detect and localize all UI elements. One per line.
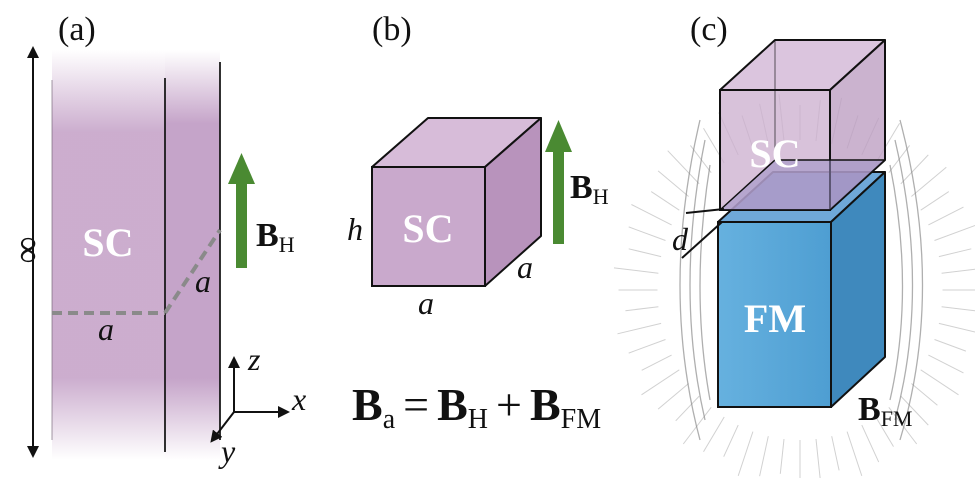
sc-c-label: SC: [749, 131, 800, 176]
field-line-ray: [831, 436, 840, 471]
field-line-ray: [682, 406, 712, 445]
dim-a-side-label-b: a: [517, 249, 533, 285]
field-line-ray: [815, 439, 821, 478]
applied-field-arrow-b: [545, 120, 572, 244]
field-line-loop: [689, 139, 706, 421]
panel-c-label: (c): [690, 11, 728, 48]
axis-y-label: y: [218, 433, 236, 469]
field-line-ray: [779, 439, 785, 474]
panel-a-label: (a): [58, 11, 96, 48]
field-line-ray: [938, 322, 975, 333]
axis-z-label: z: [247, 341, 261, 377]
field-bh-symbol-a: B: [256, 217, 279, 254]
field-line-ray: [911, 383, 938, 406]
fm-label: FM: [744, 296, 806, 341]
field-bfm-label: BFM: [858, 391, 912, 431]
axis-x-label: x: [291, 381, 306, 417]
field-line-ray: [928, 354, 964, 374]
field-line-ray: [675, 395, 700, 422]
field-line-ray: [938, 248, 972, 258]
slab-side-face: [165, 50, 220, 460]
field-line-ray: [703, 416, 725, 452]
field-line-loop: [899, 119, 924, 441]
field-line-ray: [759, 436, 769, 477]
field-line-loop: [894, 139, 914, 421]
field-line-ray: [875, 416, 894, 447]
eq-t1-sub: H: [468, 404, 488, 435]
cube-front-face: [371, 166, 486, 287]
coordinate-axes: [210, 356, 290, 443]
field-line-ray: [628, 339, 666, 354]
eq-lhs-symbol: B: [352, 379, 383, 430]
field-line-ray: [934, 224, 975, 241]
dim-a-side-label: a: [195, 263, 211, 299]
panel-a: (a) ∞ SC a a BH z x: [6, 11, 306, 469]
field-line-ray: [888, 406, 918, 445]
field-line-ray: [625, 306, 659, 312]
applied-field-arrow-a: [228, 153, 255, 268]
field-line-ray: [723, 424, 739, 457]
sc-cube-c: [719, 39, 886, 211]
dim-a-bottom-label-b: a: [418, 285, 434, 321]
gap-d-line-top: [685, 208, 725, 214]
dim-h-label: h: [347, 211, 363, 247]
field-line-ray: [934, 339, 967, 352]
field-line-ray: [928, 206, 964, 226]
field-bh-sub-b: H: [593, 184, 609, 209]
eq-equals: =: [403, 379, 429, 430]
field-line-ray: [631, 204, 672, 226]
field-line-ray: [900, 154, 929, 185]
field-equation: Ba=BH+BFM: [352, 379, 601, 435]
eq-t1-symbol: B: [437, 379, 468, 430]
field-line-ray: [613, 267, 659, 274]
field-line-ray: [920, 191, 950, 211]
field-line-ray: [617, 322, 662, 335]
field-bh-label-b: BH: [570, 169, 609, 209]
dim-a-side-line: [163, 228, 222, 315]
field-line-ray: [641, 354, 672, 371]
infinity-label: ∞: [6, 236, 48, 263]
field-line-ray: [628, 226, 666, 241]
field-bfm-sub: FM: [881, 406, 913, 431]
panel-b: (b) SC h a a BH: [347, 11, 609, 321]
field-line-ray: [641, 369, 680, 396]
field-line-ray: [650, 191, 680, 211]
field-bh-label-a: BH: [256, 217, 295, 257]
slab-front-face: [52, 50, 165, 460]
gap-d-label: d: [672, 221, 689, 257]
field-bfm-symbol: B: [858, 391, 881, 428]
field-bh-symbol-b: B: [570, 169, 593, 206]
field-line-ray: [861, 424, 880, 463]
eq-t2-sub: FM: [561, 404, 602, 435]
dim-a-bottom-label: a: [98, 311, 114, 347]
field-line-ray: [657, 383, 689, 410]
eq-lhs-sub: a: [383, 404, 396, 435]
field-line-ray: [920, 369, 959, 396]
field-line-ray: [941, 306, 975, 312]
panel-c: (c) SC FM d BFM: [613, 11, 975, 478]
field-line-ray: [900, 395, 929, 426]
gap-d-line-bottom: [681, 221, 723, 259]
field-line-loop: [679, 119, 701, 441]
eq-plus: +: [496, 379, 522, 430]
field-line-loop: [699, 164, 711, 401]
sc-c-bottom-face: [719, 159, 886, 211]
field-line-ray: [846, 431, 863, 477]
field-line-ray: [911, 166, 947, 197]
cube-sc-label: SC: [402, 206, 453, 251]
field-line-ray: [737, 431, 754, 477]
field-bh-sub-a: H: [279, 232, 295, 257]
field-line-ray: [657, 170, 689, 197]
fm-front-face: [717, 221, 832, 408]
field-line-ray: [667, 150, 700, 185]
field-line-loop: [889, 164, 904, 401]
eq-t2-symbol: B: [530, 379, 561, 430]
panel-b-label: (b): [372, 11, 412, 48]
field-line-ray: [941, 268, 975, 274]
field-line-ray: [628, 248, 662, 258]
sc-cube: [371, 117, 542, 287]
slab-sc-label: SC: [82, 220, 133, 265]
